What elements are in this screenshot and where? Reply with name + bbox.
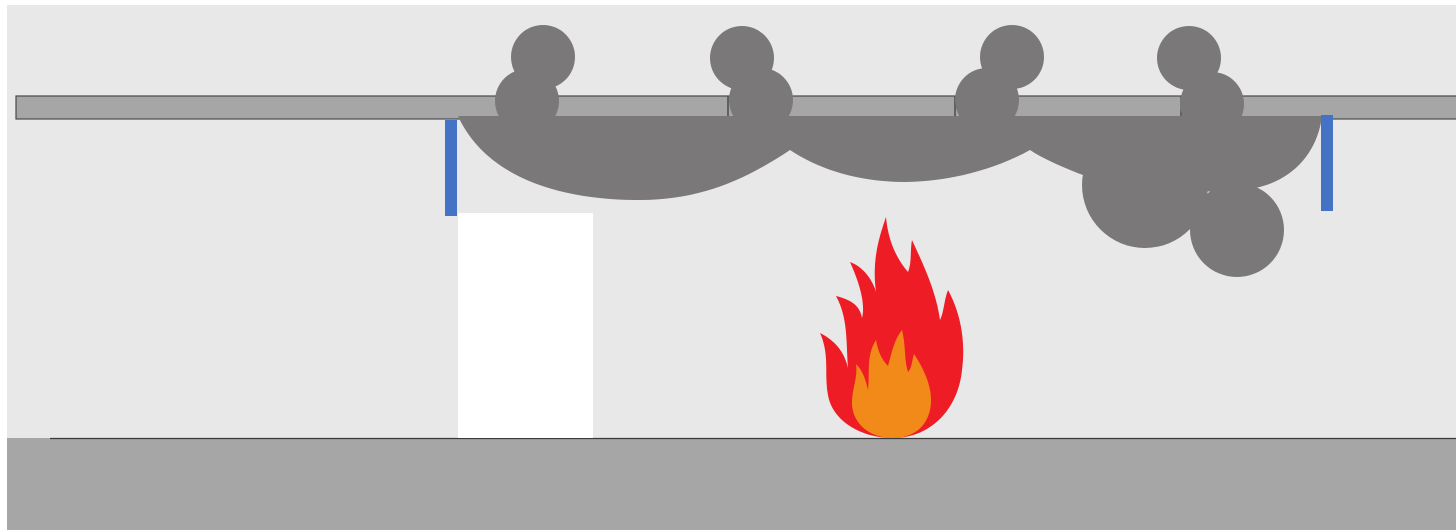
- smoke-curtain-board-right: [1321, 115, 1333, 211]
- smoke-curtain-board-left: [445, 120, 457, 216]
- smoke-puff: [1082, 122, 1208, 248]
- floor: [7, 438, 1456, 530]
- smoke-puff: [1190, 183, 1284, 277]
- smoke-puff: [1180, 72, 1244, 136]
- smoke-puff: [729, 68, 793, 132]
- smoke-puff: [495, 69, 559, 133]
- smoke-puff: [955, 68, 1019, 132]
- door-opening: [458, 213, 593, 438]
